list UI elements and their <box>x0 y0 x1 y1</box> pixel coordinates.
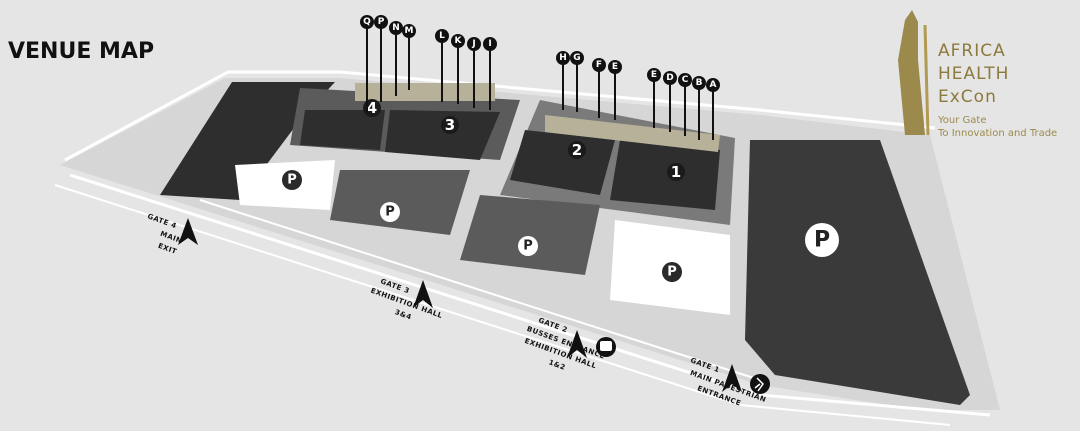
pin-marker-icon <box>360 15 374 29</box>
pin-marker-icon <box>483 37 497 51</box>
pin-label: D <box>666 73 673 83</box>
pin-label: E <box>651 70 657 80</box>
svg-text:P: P <box>814 228 830 253</box>
svg-text:4: 4 <box>367 99 377 117</box>
hall-2-marker <box>568 141 586 159</box>
hall-1-marker <box>667 163 685 181</box>
pin-marker-icon <box>556 51 570 65</box>
hall-complex-3-4 <box>290 83 520 160</box>
gate-2-arrow-icon <box>567 330 587 358</box>
svg-text:2: 2 <box>572 141 582 159</box>
hall-complex-1-2 <box>500 100 735 225</box>
pin-marker-icon <box>570 51 584 65</box>
pin-label: E <box>612 62 618 72</box>
pin-label: C <box>682 75 689 85</box>
gate-1-arrow-icon <box>722 364 742 392</box>
pin-marker-icon <box>608 60 622 74</box>
pin-marker-icon <box>692 76 706 90</box>
pin-marker-icon <box>451 34 465 48</box>
pin-label: G <box>573 53 580 63</box>
svg-text:P: P <box>667 265 677 280</box>
pin-marker-icon <box>663 71 677 85</box>
gate-4: GATE 4 MAIN EXIT <box>146 212 198 256</box>
hall-3-marker <box>441 116 459 134</box>
parking-icon <box>662 262 682 282</box>
pin-marker-icon <box>435 29 449 43</box>
statue-icon <box>898 10 925 135</box>
pin-label: I <box>488 39 491 49</box>
svg-text:P: P <box>523 239 533 254</box>
parking-icon <box>518 236 538 256</box>
parking-markers: P P P P <box>282 170 682 282</box>
pin-marker-icon <box>374 15 388 29</box>
pin-marker-icon <box>706 78 720 92</box>
pin-label: M <box>405 26 414 36</box>
pin-label: K <box>455 36 463 46</box>
pin-label: L <box>439 31 445 41</box>
svg-text:Your Gate: Your Gate <box>937 115 986 126</box>
pin-marker-icon <box>592 58 606 72</box>
pin-label: H <box>559 53 567 63</box>
pin-marker-icon <box>467 37 481 51</box>
africa-health-excon-logo: AFRICA HEALTH ExCon Your Gate To Innovat… <box>898 10 1057 139</box>
svg-text:AFRICA: AFRICA <box>938 41 1006 61</box>
pin-label: F <box>596 60 602 70</box>
parking-icon <box>282 170 302 190</box>
parking-lot-left <box>160 82 335 200</box>
gate-4-arrow-icon <box>178 218 198 245</box>
svg-text:ExCon: ExCon <box>938 87 997 107</box>
pin-label: B <box>696 78 703 88</box>
pin-label: P <box>378 17 385 27</box>
pin-marker-icon <box>647 68 661 82</box>
parking-icon <box>805 223 839 257</box>
pin-label: N <box>392 23 400 33</box>
pin-label: J <box>471 39 475 49</box>
map-title: VENUE MAP <box>8 39 154 64</box>
svg-text:P: P <box>385 205 395 220</box>
svg-text:P: P <box>287 173 297 188</box>
svg-text:1: 1 <box>671 163 681 181</box>
pin-marker-icon <box>389 21 403 35</box>
svg-text:To Innovation and Trade: To Innovation and Trade <box>937 128 1057 139</box>
svg-text:3: 3 <box>445 116 455 134</box>
gate-3-arrow-icon <box>413 280 433 308</box>
pin-marker-icon <box>678 73 692 87</box>
pin-marker-icon <box>402 24 416 38</box>
parking-icon <box>380 202 400 222</box>
parking-lot-right: P <box>745 140 970 405</box>
svg-text:HEALTH: HEALTH <box>938 64 1009 84</box>
pin-label: Q <box>363 17 371 27</box>
pin-label: A <box>710 80 717 90</box>
